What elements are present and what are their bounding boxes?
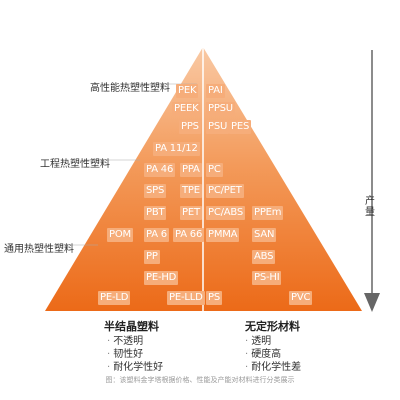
material-box: PC/PET	[206, 184, 244, 198]
amorphous-heading: 无定形材料	[245, 320, 300, 333]
tier-label-engineering: 工程热塑性塑料	[40, 159, 110, 170]
material-box: PE-LLD	[167, 291, 205, 305]
bullet-icon: ·	[107, 362, 111, 373]
material-box: PE-HD	[144, 271, 179, 285]
semicrystalline-prop: ·不透明	[107, 336, 144, 347]
material-box: PEK	[176, 84, 199, 98]
bullet-icon: ·	[107, 336, 111, 347]
bullet-icon: ·	[107, 349, 111, 360]
material-box: PA 66	[173, 228, 205, 242]
material-box: PA 46	[144, 163, 176, 177]
tier-label-high-performance: 高性能热塑性塑料	[90, 83, 170, 94]
figure-caption: 图：该塑料金字塔根据价格、性能及产能对材料进行分类展示	[105, 376, 295, 384]
material-box: ABS	[252, 250, 276, 264]
semicrystalline-prop: ·韧性好	[107, 349, 144, 360]
material-box: PS	[206, 291, 222, 305]
material-box: PA 6	[144, 228, 169, 242]
material-box: PES	[229, 120, 252, 134]
material-box: PBT	[144, 206, 167, 220]
amorphous-prop: ·耐化学性差	[245, 362, 302, 373]
volume-axis-label: 产量	[365, 196, 375, 218]
material-box: SAN	[252, 228, 277, 242]
material-box: PEEK	[172, 102, 201, 116]
bullet-icon: ·	[245, 349, 249, 360]
amorphous-prop: ·透明	[245, 336, 272, 347]
material-box: PSU	[206, 120, 230, 134]
semicrystalline-prop: ·耐化学性好	[107, 362, 164, 373]
material-box: PMMA	[206, 228, 240, 242]
material-box: PC	[206, 163, 223, 177]
volume-arrow-head	[364, 293, 380, 312]
material-box: PC/ABS	[206, 206, 246, 220]
material-box: PPEm	[252, 206, 284, 220]
tier-label-commodity: 通用热塑性塑料	[4, 244, 74, 255]
material-box: PAI	[206, 84, 225, 98]
material-box: PPS	[179, 120, 201, 134]
material-box: PPA	[180, 163, 202, 177]
bullet-icon: ·	[245, 362, 249, 373]
material-box: PE-LD	[98, 291, 131, 305]
material-box: PVC	[289, 291, 313, 305]
semicrystalline-heading: 半结晶塑料	[104, 320, 159, 333]
bullet-icon: ·	[245, 336, 249, 347]
material-box: PPSU	[206, 102, 235, 116]
material-box: SPS	[144, 184, 167, 198]
material-box: TPE	[180, 184, 202, 198]
material-box: PS-HI	[252, 271, 282, 285]
material-box: PP	[144, 250, 160, 264]
material-box: POM	[107, 228, 133, 242]
material-box: PA 11/12	[153, 142, 200, 156]
amorphous-prop: ·硬度高	[245, 349, 282, 360]
material-box: PET	[180, 206, 202, 220]
